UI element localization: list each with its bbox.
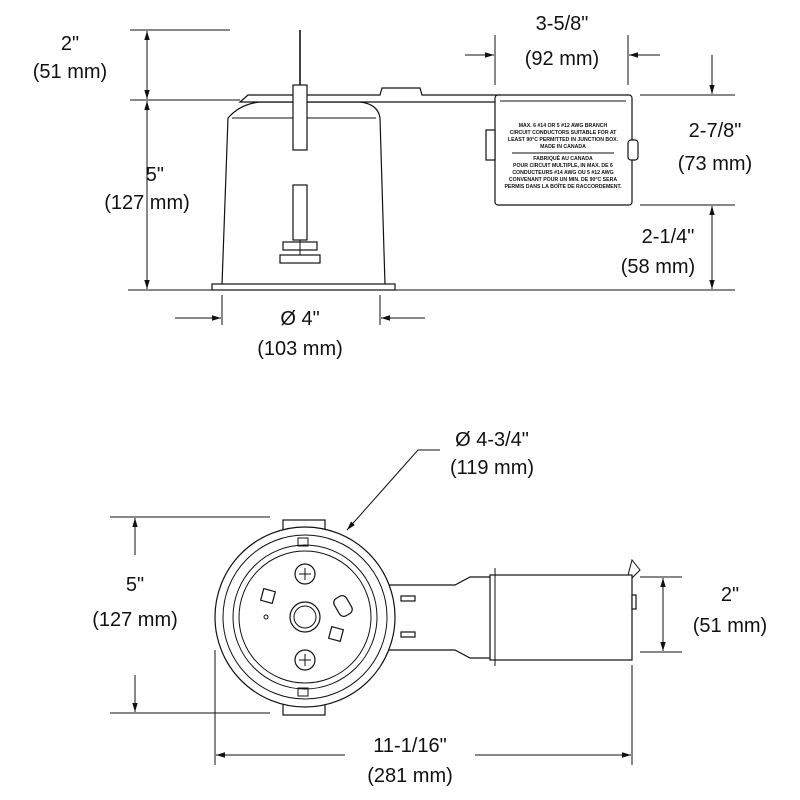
dim-top-box-width-mm: (51 mm) [693, 615, 767, 637]
label-line: CONVENANT POUR UN MIN. DE 90°C SERA [509, 177, 617, 183]
side-view: MAX. 6 #14 OR 5 #12 AWG BRANCH CIRCUIT C… [33, 13, 752, 360]
dim-overall-depth-in: 5" [126, 574, 144, 596]
top-view: Ø 4-3/4" (119 mm) 5" (127 mm) 2" (51 mm)… [92, 429, 767, 787]
dim-housing-height-mm: (127 mm) [104, 192, 190, 214]
label-line: PERMIS DANS LA BOÎTE DE RACCORDEMENT. [504, 182, 622, 190]
label-line: FABRIQUÉ AU CANADA [533, 154, 593, 162]
dim-box-width-in: 3-5/8" [536, 13, 589, 35]
dim-aperture-in: Ø 4" [280, 308, 319, 330]
dim-overall-depth-mm: (127 mm) [92, 609, 178, 631]
dim-flange-height-in: 2" [61, 33, 79, 55]
dim-housing-diameter-mm: (119 mm) [450, 457, 534, 479]
label-line: POUR CIRCUIT MULTIPLE, IN MAX. DE 6 [513, 163, 613, 169]
mounting-plate [238, 87, 501, 103]
label-line: CIRCUIT CONDUCTORS SUITABLE FOR AT [510, 130, 618, 136]
label-line: CONDUCTEURS #14 AWG OU 5 #12 AWG [512, 170, 613, 176]
dim-overall-length-mm: (281 mm) [367, 765, 453, 787]
label-line: MAX. 6 #14 OR 5 #12 AWG BRANCH [519, 123, 608, 129]
dim-box-width-mm: (92 mm) [525, 48, 599, 70]
dim-overall-length-in: 11-1/16" [373, 735, 446, 757]
dim-top-box-width-in: 2" [721, 584, 739, 606]
junction-box-label: MAX. 6 #14 OR 5 #12 AWG BRANCH CIRCUIT C… [504, 123, 622, 190]
dim-box-elevation-in: 2-1/4" [642, 226, 695, 248]
dim-box-height-mm: (73 mm) [678, 153, 752, 175]
dim-housing-height-in: 5" [146, 164, 164, 186]
junction-box-top [489, 574, 633, 661]
connector-arm [384, 576, 496, 659]
dim-housing-diameter-in: Ø 4-3/4" [455, 429, 529, 451]
bar-hanger-lower [292, 184, 308, 241]
dim-box-elevation-mm: (58 mm) [621, 256, 695, 278]
housing-flange [211, 283, 396, 291]
dim-flange-height-mm: (51 mm) [33, 61, 107, 83]
bar-hanger-upper [292, 84, 308, 151]
dim-aperture-mm: (103 mm) [257, 338, 343, 360]
label-line: MADE IN CANADA [540, 144, 586, 150]
dim-box-height-in: 2-7/8" [689, 120, 742, 142]
label-line: LEAST 90°C PERMITTED IN JUNCTION BOX. [508, 137, 619, 143]
